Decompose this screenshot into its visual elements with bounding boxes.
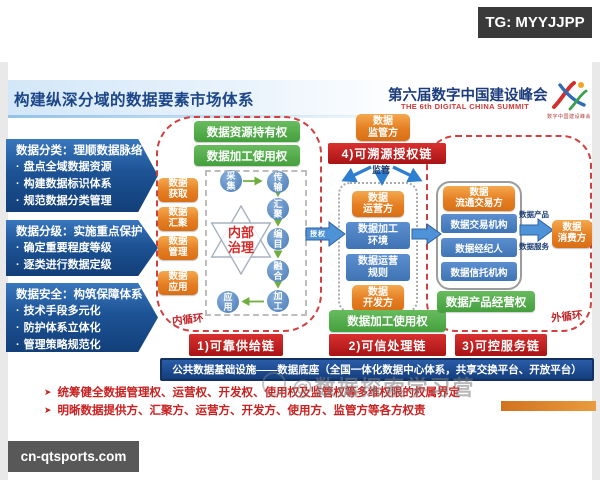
left-gutter — [0, 62, 8, 480]
summit-logo-caption: 数字中国建设峰会 — [546, 114, 591, 120]
role-data-acquire: 数据获取 — [158, 178, 198, 202]
right-processing-badge: 数据加工使用权 — [194, 145, 300, 166]
data-developer-box: 数据开发方 — [352, 285, 404, 311]
role-data-manage: 数据管理 — [158, 236, 198, 260]
data-service-label: 数据服务 — [519, 242, 549, 251]
bullet-icon: · — [16, 194, 20, 207]
summit-title-en: THE 6th DIGITAL CHINA SUMMIT — [401, 102, 530, 111]
site-overlay-badge: cn-qtsports.com — [8, 441, 139, 472]
chain3-controllable-service: 3)可控服务链 — [455, 334, 547, 356]
summit-title-cn: 第六届数字中国建设峰会 — [388, 88, 548, 104]
takeaway-line-1: ➤ 统筹健全数据管理权、运营权、开发权、使用权及监管权等多维权限的权属界定 — [44, 384, 460, 400]
role-data-apply: 数据应用 — [158, 271, 198, 295]
sidebar-item: ·盘点全域数据资源 — [16, 159, 130, 176]
sidebar-item: ·防护体系立体化 — [16, 320, 130, 337]
bullet-icon: · — [16, 305, 20, 317]
process-fuse: 融合 — [267, 260, 289, 282]
sidebar-item: ·确定重要程度等级 — [16, 240, 130, 257]
bullet-icon: · — [16, 258, 20, 271]
sidebar-item-label: 规范数据分类管理 — [23, 194, 112, 207]
site-overlay-label: cn-qtsports.com — [20, 449, 127, 464]
bullet-icon: · — [16, 177, 20, 190]
header-band — [8, 80, 592, 116]
chain2-trusted-processing: 2)可信处理链 — [329, 334, 446, 356]
supervise-label: 监管 — [372, 165, 391, 175]
data-broker-box: 数据经纪人 — [441, 238, 517, 257]
operation-rules-box: 数据运营规则 — [346, 254, 410, 281]
summit-logo-icon — [552, 81, 588, 111]
bullet-icon: · — [16, 321, 20, 334]
sidebar-item-label: 逐类进行数据定级 — [23, 258, 112, 271]
tg-overlay-label: TG: MYYJJPP — [485, 14, 585, 31]
right-processing-label: 数据加工使用权 — [206, 150, 288, 163]
sidebar-item: ·管理策略规范化 — [16, 337, 130, 352]
takeaway-text: 明晰数据提供方、汇聚方、运营方、开发方、使用方、监管方等各方权责 — [57, 405, 426, 417]
sidebar-item: ·逐类进行数据定级 — [16, 257, 130, 274]
process-use: 应用 — [217, 291, 239, 313]
sidebar-block-title: 数据分级：实施重点保护 — [16, 226, 143, 238]
watermark-logo-icon — [262, 372, 286, 396]
sidebar-item-label: 确定重要程度等级 — [23, 242, 112, 254]
data-consumer-box: 数据消费方 — [552, 220, 592, 248]
sidebar-item-label: 技术手段多元化 — [23, 305, 101, 317]
sidebar-item-label: 防护体系立体化 — [23, 321, 101, 334]
process-collect: 采集 — [220, 170, 242, 192]
sidebar-item-label: 盘点全域数据资源 — [23, 161, 112, 173]
chain4-traceable-authorization: 4)可溯源授权链 — [328, 143, 446, 164]
pointer-icon: ➤ — [44, 404, 52, 415]
takeaway-line-2: ➤ 明晰数据提供方、汇聚方、运营方、开发方、使用方、监管方等各方权责 — [44, 402, 426, 418]
bullet-icon: · — [16, 161, 20, 173]
data-product-label: 数据产品 — [519, 210, 549, 219]
governance-star-icon — [210, 204, 272, 276]
product-operation-right-badge: 数据产品经营权 — [437, 291, 535, 312]
sidebar-block-title: 数据分类：理顺数据脉络 — [16, 145, 143, 157]
process-catalog: 编目 — [267, 228, 289, 250]
bullet-icon: · — [16, 338, 20, 351]
sidebar-block-grading: 数据分级：实施重点保护 ·确定重要程度等级 ·逐类进行数据定级 — [6, 220, 158, 276]
right-gutter — [592, 62, 600, 480]
sidebar-item-label: 构建数据标识体系 — [23, 177, 112, 190]
sidebar-block-classification: 数据分类：理顺数据脉络 ·盘点全域数据资源 ·构建数据标识体系 ·规范数据分类管… — [6, 139, 158, 212]
exchange-institution-box: 数据交易机构 — [441, 214, 517, 233]
sidebar-item: ·构建数据标识体系 — [16, 176, 130, 193]
right-holding-badge: 数据资源持有权 — [194, 121, 300, 142]
bullet-icon: · — [16, 242, 20, 254]
sidebar-item: ·技术手段多元化 — [16, 303, 130, 320]
governance-core-label: 内部治理 — [227, 225, 254, 255]
processing-environment-box: 数据加工环境 — [346, 222, 410, 249]
circulation-trader-box: 数据流通交易方 — [443, 186, 515, 211]
data-regulator-box: 数据监管方 — [356, 114, 410, 141]
chain1-reliable-supply: 1)可靠供给链 — [189, 334, 283, 356]
process-transmit: 传输 — [267, 171, 289, 193]
authorize-arrow-label: 授权 — [310, 231, 326, 238]
watermark-text: @数据探索学习营 — [292, 377, 476, 400]
trust-institution-box: 数据信托机构 — [441, 262, 517, 281]
sidebar-item: ·规范数据分类管理 — [16, 193, 130, 210]
process-aggregate: 汇聚 — [267, 198, 289, 220]
tg-overlay-badge: TG: MYYJJPP — [478, 7, 592, 38]
pointer-icon: ➤ — [44, 386, 52, 397]
footer-brand-strip — [501, 401, 596, 411]
data-operator-box: 数据运营方 — [352, 191, 404, 217]
page-title: 构建纵深分域的数据要素市场体系 — [14, 92, 255, 109]
usage-right-badge: 数据加工使用权 — [329, 310, 446, 332]
takeaway-text: 统筹健全数据管理权、运营权、开发权、使用权及监管权等多维权限的权属界定 — [57, 387, 461, 399]
sidebar-block-security: 数据安全：构筑保障体系 ·技术手段多元化 ·防护体系立体化 ·管理策略规范化 — [6, 283, 158, 352]
sidebar-item-label: 管理策略规范化 — [23, 338, 101, 351]
right-holding-label: 数据资源持有权 — [206, 126, 288, 139]
process-process: 加工 — [267, 290, 289, 312]
sidebar-block-title: 数据安全：构筑保障体系 — [16, 289, 143, 301]
role-data-aggregate: 数据汇聚 — [158, 207, 198, 231]
